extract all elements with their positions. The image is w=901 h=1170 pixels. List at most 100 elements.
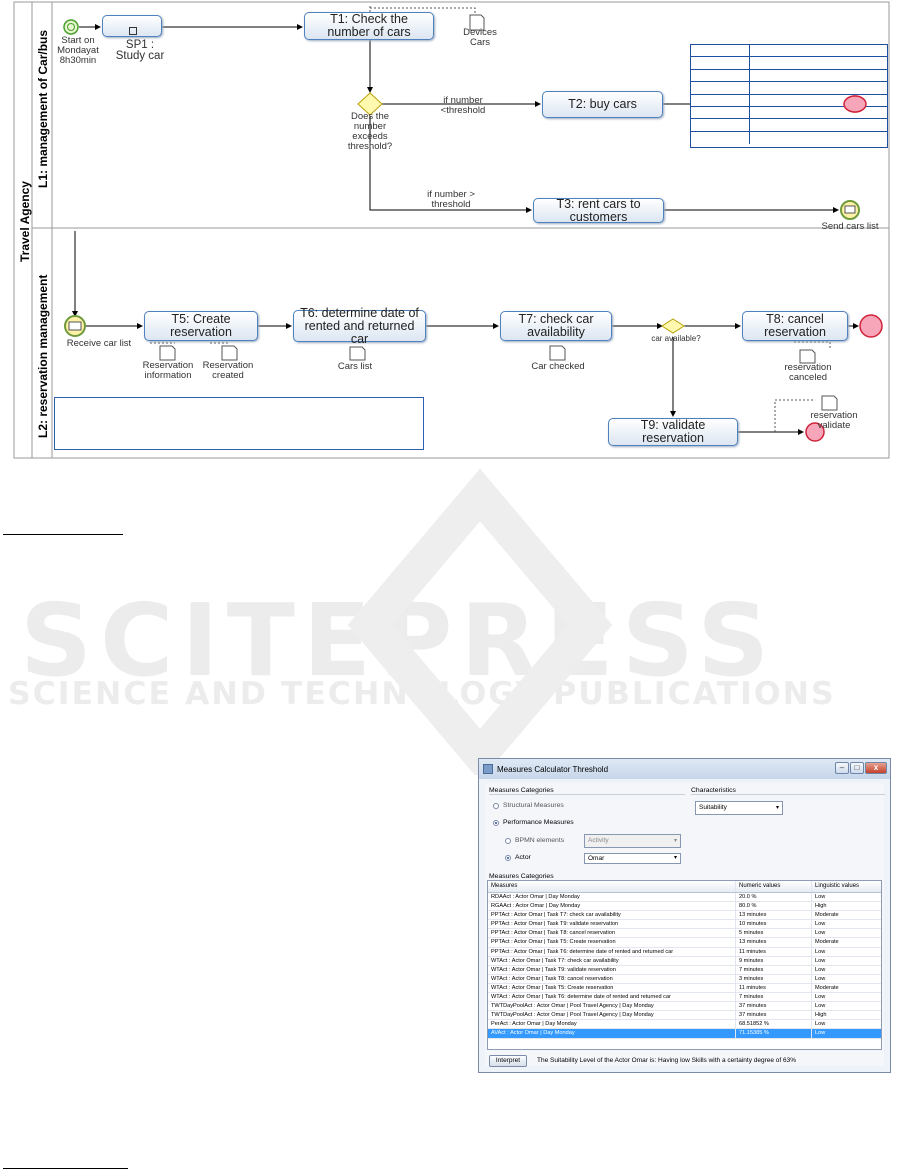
- cell-measure: WTAct : Actor Omar | Task T7: check car …: [488, 956, 736, 965]
- cell-numeric: 13 minutes: [736, 938, 812, 947]
- car-checked-label: Car checked: [531, 361, 585, 372]
- actor-select[interactable]: Omar ▾: [584, 853, 681, 864]
- table-row[interactable]: PPTAct : Actor Omar | Task T9: validate …: [488, 920, 881, 930]
- table-row[interactable]: TWTDayPoolAct : Actor Omar | Pool Travel…: [488, 1011, 881, 1021]
- table-row[interactable]: WTAct : Actor Omar | Task T8: cancel res…: [488, 974, 881, 984]
- cell-measure: PPTAct : Actor Omar | Task T9: validate …: [488, 920, 736, 929]
- close-button[interactable]: x: [865, 762, 887, 774]
- section-divider: [489, 794, 685, 795]
- performance-measures-label: Performance Measures: [503, 819, 574, 826]
- lane1-title: L1: management of Car/bus: [36, 29, 50, 188]
- cell-numeric: 9 minutes: [736, 956, 812, 965]
- table-row: [691, 106, 887, 120]
- window-title: Measures Calculator Threshold: [497, 764, 609, 774]
- cell-numeric: 37 minutes: [736, 1011, 812, 1020]
- gateway-threshold: [357, 92, 383, 116]
- start-label: Start on Mondayat 8h30min: [57, 35, 99, 66]
- characteristics-select[interactable]: Suitability ▾: [695, 801, 783, 815]
- task-t8: T8: cancel reservation: [742, 311, 848, 341]
- pool-border: [13, 1, 890, 459]
- bpmn-elements-radio[interactable]: [505, 838, 511, 844]
- interpret-button[interactable]: Interpret: [489, 1055, 527, 1067]
- table-row[interactable]: WTAct : Actor Omar | Task T6: determine …: [488, 993, 881, 1003]
- chevron-down-icon: ▾: [673, 838, 677, 844]
- cell-measure: WTAct : Actor Omar | Task T6: determine …: [488, 993, 736, 1002]
- side-table: [690, 44, 888, 148]
- measures-calculator-window: Measures Calculator Threshold – □ x Meas…: [478, 758, 891, 1073]
- maximize-button[interactable]: □: [850, 762, 864, 774]
- cell-linguistic: Low: [815, 1030, 826, 1037]
- task-t7: T7: check car availability: [500, 311, 612, 341]
- reservation-canceled-label: reservation canceled: [784, 362, 832, 383]
- reservation-canceled-document: [799, 349, 816, 364]
- cell-linguistic: Low: [815, 921, 826, 928]
- actor-radio[interactable]: [505, 855, 511, 861]
- cell-measure: WTAct : Actor Omar | Task T8: cancel res…: [488, 974, 736, 983]
- association-devices: [369, 6, 476, 18]
- subprocess-plus-icon: [129, 27, 137, 35]
- measures-categories-label: Measures Categories: [489, 787, 554, 794]
- flow-gateway-t3: [369, 116, 532, 213]
- measures-table: Measures Numeric values Linguistic value…: [487, 880, 882, 1050]
- table-header: Measures Numeric values Linguistic value…: [488, 881, 881, 893]
- devices-cars-document: [469, 14, 485, 31]
- task-t1: T1: Check the number of cars: [304, 12, 434, 40]
- cell-linguistic: High: [815, 1012, 827, 1019]
- table-row[interactable]: TWTDayPoolAct : Actor Omar | Pool Travel…: [488, 1002, 881, 1012]
- chevron-down-icon: ▾: [673, 855, 677, 861]
- cell-numeric: 3 minutes: [736, 974, 812, 983]
- col-numeric-header[interactable]: Numeric values: [736, 881, 812, 892]
- cell-numeric: 10 minutes: [736, 920, 812, 929]
- minimize-button[interactable]: –: [835, 762, 849, 774]
- structural-measures-label: Structural Measures: [503, 802, 564, 809]
- association-validate: [774, 399, 815, 432]
- cell-linguistic: Low: [815, 994, 826, 1001]
- sp1-label: SP1 : Study car: [115, 39, 165, 62]
- table-row: [691, 57, 887, 70]
- cell-linguistic: Low: [815, 1003, 826, 1010]
- cell-numeric: 13 minutes: [736, 911, 812, 920]
- task-t6: T6: determine date of rented and returne…: [293, 306, 426, 345]
- table-row: [691, 119, 887, 132]
- cell-measure: WTAct : Actor Omar | Task T9: validate r…: [488, 965, 736, 974]
- reservation-created-label: Reservation created: [202, 360, 254, 381]
- table-row[interactable]: WTAct : Actor Omar | Task T5: Create res…: [488, 983, 881, 994]
- cell-measure: PerAct : Actor Omar | Day Monday: [488, 1020, 736, 1029]
- table-row[interactable]: PPTAct : Actor Omar | Task T5: Create re…: [488, 938, 881, 948]
- cell-measure: RGAAct : Actor Omar | Day Monday: [488, 902, 736, 911]
- structural-measures-radio[interactable]: [493, 803, 499, 809]
- table-row[interactable]: PPTAct : Actor Omar | Task T6: determine…: [488, 947, 881, 957]
- performance-measures-radio[interactable]: [493, 820, 499, 826]
- interpretation-result: The Suitability Level of the Actor Omar …: [537, 1057, 797, 1064]
- actor-label: Actor: [515, 854, 531, 861]
- envelope-icon: [844, 205, 856, 214]
- table-row: [691, 131, 887, 145]
- col-measures-header[interactable]: Measures: [488, 881, 736, 892]
- cell-linguistic: Low: [815, 948, 826, 955]
- bpmn-elements-select[interactable]: Activity ▾: [584, 834, 681, 848]
- gateway-threshold-label: Does the number exceeds threshold?: [347, 111, 393, 152]
- col-linguistic-header[interactable]: Linguistic values: [815, 883, 860, 889]
- cell-linguistic: Low: [815, 894, 826, 900]
- cell-measure: WTAct : Actor Omar | Task T5: Create res…: [488, 983, 736, 993]
- cell-linguistic: Moderate: [815, 939, 839, 946]
- car-available-label: car available?: [651, 334, 701, 343]
- condition-greater-label: if number > threshold: [427, 189, 475, 210]
- cell-measure: TWTDayPoolAct : Actor Omar | Pool Travel…: [488, 1002, 736, 1011]
- reservation-created-document: [221, 345, 238, 361]
- cell-linguistic: Low: [815, 1021, 826, 1028]
- table-row[interactable]: WTAct : Actor Omar | Task T7: check car …: [488, 956, 881, 966]
- end-event-validate: [805, 422, 825, 442]
- cell-numeric: 71.15385 %: [736, 1029, 812, 1038]
- table-row[interactable]: PPTAct : Actor Omar | Task T8: cancel re…: [488, 929, 881, 939]
- table-row[interactable]: PPTAct : Actor Omar | Task T7: check car…: [488, 911, 881, 921]
- bpmn-elements-label: BPMN elements: [515, 837, 565, 844]
- app-icon: [483, 764, 493, 774]
- table-row[interactable]: WTAct : Actor Omar | Task T9: validate r…: [488, 965, 881, 975]
- cell-numeric: 68.51852 %: [736, 1020, 812, 1029]
- subprocess-sp1: [102, 15, 162, 37]
